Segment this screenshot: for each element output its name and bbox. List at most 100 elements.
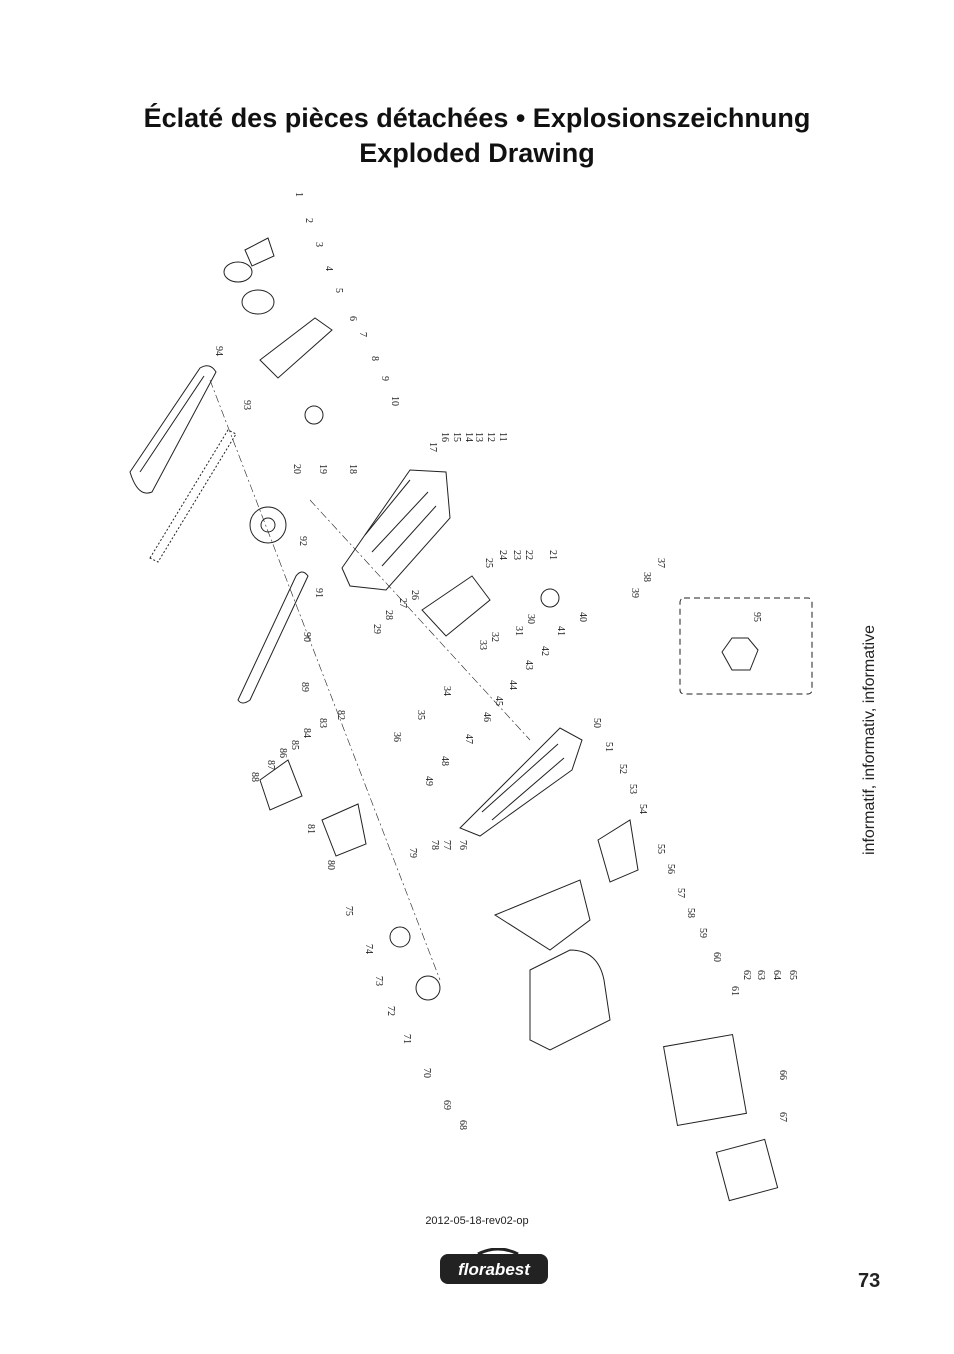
part-number-94: 94: [213, 346, 224, 356]
part-number-22: 22: [523, 550, 534, 560]
part-number-39: 39: [629, 588, 640, 598]
brand-name: florabest: [458, 1260, 531, 1279]
part-number-32: 32: [489, 632, 500, 642]
part-number-59: 59: [697, 928, 708, 938]
part-number-90: 90: [301, 632, 312, 642]
part-number-77: 77: [441, 840, 452, 850]
part-number-5: 5: [333, 288, 344, 293]
part-number-70: 70: [421, 1068, 432, 1078]
part-number-64: 64: [771, 970, 782, 980]
part-number-15: 15: [451, 432, 462, 442]
part-number-42: 42: [539, 646, 550, 656]
part-number-73: 73: [373, 976, 384, 986]
part-number-1: 1: [293, 192, 304, 197]
part-number-67: 67: [777, 1112, 788, 1122]
part-number-56: 56: [665, 864, 676, 874]
part-number-4: 4: [323, 266, 334, 271]
part-number-86: 86: [277, 748, 288, 758]
page-number: 73: [858, 1270, 881, 1292]
part-number-26: 26: [409, 590, 420, 600]
part-number-69: 69: [441, 1100, 452, 1110]
part-number-92: 92: [297, 536, 308, 546]
part-number-10: 10: [389, 396, 400, 406]
part-number-8: 8: [369, 356, 380, 361]
part-number-12: 12: [485, 432, 496, 442]
part-number-9: 9: [379, 376, 390, 381]
part-number-88: 88: [249, 772, 260, 782]
revision-code: 2012-05-18-rev02-op: [425, 1215, 529, 1227]
page-title-line-1: Éclaté des pièces détachées • Explosions…: [143, 103, 811, 133]
part-number-82: 82: [335, 710, 346, 720]
part-number-30: 30: [525, 614, 536, 624]
part-number-60: 60: [711, 952, 722, 962]
part-number-62: 62: [741, 970, 752, 980]
part-number-89: 89: [299, 682, 310, 692]
part-number-91: 91: [313, 588, 324, 598]
informative-note: informatif, informativ, informative: [861, 625, 878, 855]
part-number-80: 80: [325, 860, 336, 870]
part-number-63: 63: [755, 970, 766, 980]
part-number-18: 18: [347, 464, 358, 474]
part-number-81: 81: [305, 824, 316, 834]
part-number-33: 33: [477, 640, 488, 650]
part-number-78: 78: [429, 840, 440, 850]
florabest-logo: florabest: [440, 1248, 548, 1284]
part-number-54: 54: [637, 804, 648, 814]
part-number-79: 79: [407, 848, 418, 858]
part-number-35: 35: [415, 710, 426, 720]
part-number-3: 3: [313, 242, 324, 247]
part-number-41: 41: [555, 626, 566, 636]
part-number-38: 38: [641, 572, 652, 582]
part-number-7: 7: [357, 332, 368, 337]
part-number-50: 50: [591, 718, 602, 728]
part-number-34: 34: [441, 686, 452, 696]
part-number-28: 28: [383, 610, 394, 620]
part-number-21: 21: [547, 550, 558, 560]
part-number-68: 68: [457, 1120, 468, 1130]
part-number-25: 25: [483, 558, 494, 568]
part-number-65: 65: [787, 970, 798, 980]
part-number-51: 51: [603, 742, 614, 752]
part-number-20: 20: [291, 464, 302, 474]
part-number-16: 16: [439, 432, 450, 442]
part-number-87: 87: [265, 760, 276, 770]
part-number-37: 37: [655, 558, 666, 568]
part-number-75: 75: [343, 906, 354, 916]
part-number-43: 43: [523, 660, 534, 670]
exploded-drawing: 1234567891011121314151617181920212223242…: [129, 192, 813, 1202]
part-number-76: 76: [457, 840, 468, 850]
part-number-95: 95: [751, 612, 762, 622]
part-number-47: 47: [463, 734, 474, 744]
part-number-83: 83: [317, 718, 328, 728]
part-number-66: 66: [777, 1070, 788, 1080]
part-number-85: 85: [289, 740, 300, 750]
part-number-55: 55: [655, 844, 666, 854]
part-number-74: 74: [363, 944, 374, 954]
part-number-40: 40: [577, 612, 588, 622]
part-number-44: 44: [507, 680, 518, 690]
part-number-52: 52: [617, 764, 628, 774]
part-number-71: 71: [401, 1034, 412, 1044]
part-number-14: 14: [463, 432, 474, 442]
part-number-72: 72: [385, 1006, 396, 1016]
part-number-2: 2: [303, 218, 314, 223]
part-number-53: 53: [627, 784, 638, 794]
page-title-line-2: Exploded Drawing: [359, 138, 595, 168]
part-number-58: 58: [685, 908, 696, 918]
part-number-29: 29: [371, 624, 382, 634]
part-number-6: 6: [347, 316, 358, 321]
part-number-61: 61: [729, 986, 740, 996]
part-number-19: 19: [317, 464, 328, 474]
part-number-11: 11: [497, 432, 508, 442]
part-number-49: 49: [423, 776, 434, 786]
part-number-84: 84: [301, 728, 312, 738]
part-number-31: 31: [513, 626, 524, 636]
part-number-23: 23: [511, 550, 522, 560]
part-number-13: 13: [473, 432, 484, 442]
part-number-24: 24: [497, 550, 508, 560]
part-number-36: 36: [391, 732, 402, 742]
part-number-57: 57: [675, 888, 686, 898]
part-number-48: 48: [439, 756, 450, 766]
part-number-45: 45: [493, 696, 504, 706]
part-number-46: 46: [481, 712, 492, 722]
